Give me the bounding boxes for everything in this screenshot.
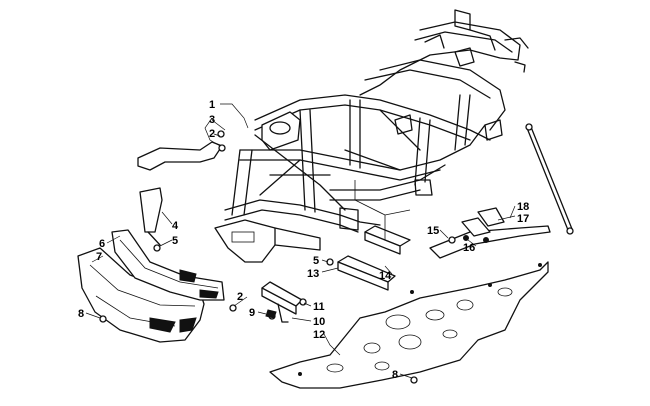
callout-label: 7 xyxy=(96,251,102,263)
callout-label: 9 xyxy=(249,307,255,319)
callout-label: 4 xyxy=(172,220,179,232)
callout-labels: 1 3 2 4 5 6 7 8 5 13 14 2 9 11 10 12 15 … xyxy=(78,99,529,381)
callout-label: 6 xyxy=(99,238,105,250)
callout-label: 2 xyxy=(209,128,215,140)
brace-rod xyxy=(525,123,574,235)
callout-label: 18 xyxy=(517,201,529,213)
upper-bumper-bracket xyxy=(137,141,223,171)
front-bumper xyxy=(77,229,225,343)
callout-label: 12 xyxy=(313,329,325,341)
callout-label: 14 xyxy=(379,270,392,282)
callout-label: 3 xyxy=(209,114,215,126)
skid-plate xyxy=(269,261,549,389)
callout-label: 17 xyxy=(517,213,529,225)
callout-label: 15 xyxy=(427,225,439,237)
leader-lines xyxy=(85,103,516,379)
callout-label: 5 xyxy=(313,255,319,267)
callout-label: 10 xyxy=(313,316,325,328)
callout-label: 13 xyxy=(307,268,319,280)
callout-label: 2 xyxy=(237,291,243,303)
callout-label: 11 xyxy=(313,301,325,313)
callout-label: 8 xyxy=(78,308,84,320)
main-frame xyxy=(214,9,529,263)
bumper-support xyxy=(139,187,163,246)
callout-label: 16 xyxy=(463,242,475,254)
foam-pads xyxy=(337,180,411,291)
callout-label: 1 xyxy=(209,99,215,111)
mount-bracket xyxy=(261,281,307,323)
callout-label: 5 xyxy=(172,235,178,247)
rear-support-bracket xyxy=(429,207,551,259)
callout-label: 8 xyxy=(392,369,398,381)
